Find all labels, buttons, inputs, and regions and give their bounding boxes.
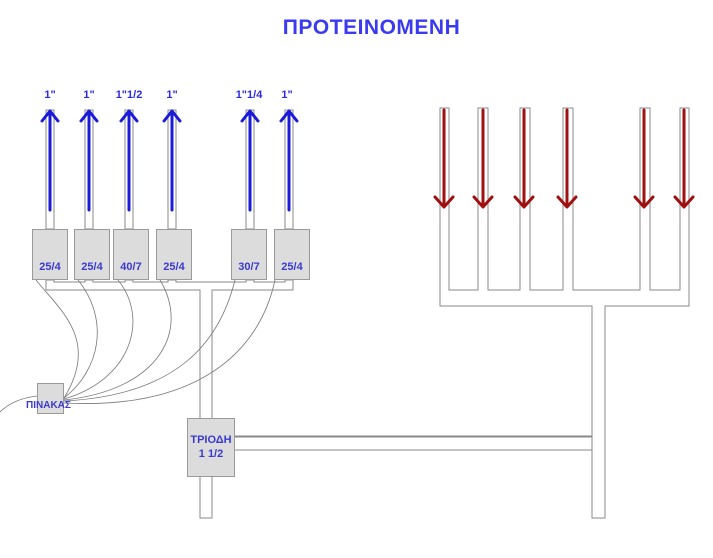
diagram-title: ΠΡΟΤΕΙΝΟΜΕΝΗ <box>282 16 461 39</box>
return-arrow-3 <box>513 108 535 209</box>
return-arrow-6 <box>673 108 695 209</box>
pump-label: 40/7 <box>120 261 142 273</box>
pump-label: 25/4 <box>281 261 303 273</box>
return-arrow-1 <box>433 108 455 209</box>
valve-label-line1: ΤΡΙΟΔΗ <box>190 434 232 446</box>
wire-pump-5 <box>63 279 236 402</box>
pump-label: 25/4 <box>39 261 61 273</box>
return-manifold-pipe <box>439 107 690 519</box>
pipe-size-label-5: 1"1/4 <box>235 89 263 101</box>
pipe-size-label-4: 1" <box>166 89 178 101</box>
supply-arrow-6 <box>279 109 299 212</box>
wire-pump-2 <box>63 279 98 399</box>
pump-label: 25/4 <box>81 261 103 273</box>
supply-arrow-3 <box>119 109 139 212</box>
pump-6: 25/4 <box>274 229 310 280</box>
wire-pump-4 <box>63 279 172 401</box>
wire-panel-feed <box>0 395 38 413</box>
pump-2: 25/4 <box>74 229 110 280</box>
return-arrow-4 <box>556 108 578 209</box>
control-panel-box <box>37 383 64 414</box>
wire-pump-3 <box>63 279 134 400</box>
pump-label: 25/4 <box>163 261 185 273</box>
supply-arrow-2 <box>79 109 99 212</box>
return-arrow-2 <box>472 108 494 209</box>
pump-label: 30/7 <box>238 261 260 273</box>
pump-4: 25/4 <box>156 229 192 280</box>
supply-arrow-5 <box>240 109 260 212</box>
supply-arrow-4 <box>162 109 182 212</box>
pipe-size-label-2: 1" <box>83 89 95 101</box>
three-way-valve: ΤΡΙΟΔΗ 1 1/2 <box>187 418 235 477</box>
supply-header-pipe <box>45 279 294 519</box>
valve-return-pipe-upper <box>234 435 593 438</box>
valve-label: ΤΡΙΟΔΗ 1 1/2 <box>188 433 234 461</box>
pump-5: 30/7 <box>231 229 267 280</box>
supply-arrow-1 <box>40 109 60 212</box>
return-arrow-5 <box>633 108 655 209</box>
wire-pump-6 <box>63 279 276 404</box>
pump-1: 25/4 <box>32 229 68 280</box>
pipe-size-label-1: 1" <box>44 89 56 101</box>
wire-pump-1 <box>35 279 79 399</box>
pipe-size-label-6: 1" <box>281 89 293 101</box>
valve-label-line2: 1 1/2 <box>198 448 224 460</box>
pump-3: 40/7 <box>113 229 149 280</box>
control-panel-label: ΠΙΝΑΚΑΣ <box>26 400 71 411</box>
pipe-size-label-3: 1"1/2 <box>115 89 143 101</box>
